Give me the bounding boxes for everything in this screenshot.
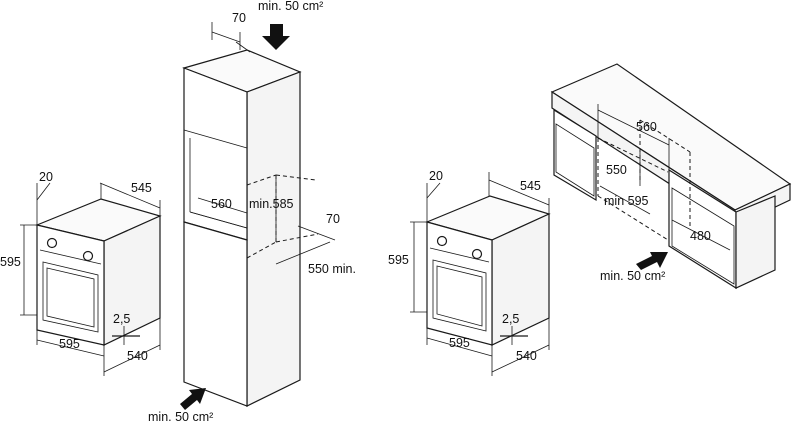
oven-door [42,261,99,333]
dim-depth-back-label: 70 [326,212,340,226]
dim-width-label: 595 [449,336,470,350]
knob-icon [436,235,448,247]
base-left-door [555,123,595,197]
airflow-down-arrow-icon [262,24,290,50]
oven-door [432,259,487,332]
airflow-up-arrow-icon [180,388,206,410]
base-right-door [671,187,735,285]
airflow-top-label: min. 50 cm² [258,0,323,13]
dim-depth-bottom-label: 540 [516,349,537,363]
dim-height-label: 595 [388,253,409,267]
base-right-side [735,195,776,289]
airflow-arrow-icon [636,252,668,270]
dim-depth-top-label: 70 [232,11,246,25]
dim-width-label: 595 [59,337,80,351]
dim-depth-min-label: 550 min. [308,262,356,276]
cabinet-upper-front [183,67,248,241]
knob-icon [46,237,58,249]
dim-gap-label: 2,5 [502,312,519,326]
dim-niche-height-label: min.585 [249,197,294,211]
dim-offset-label: 20 [39,170,53,184]
dim-depth-label: 545 [131,181,152,195]
dim-height-label: 595 [0,255,21,269]
cabinet-lower-front [183,221,248,407]
base-unit: 560 550 min 595 480 min. 50 cm² [550,63,792,290]
dim-depth-label: 545 [520,179,541,193]
oven-window [46,267,95,328]
dim-width-label: 560 [636,120,657,134]
airflow-label: min. 50 cm² [600,269,665,283]
dim-height-label: 550 [606,163,627,177]
dim-niche-width-label: 560 [211,197,232,211]
dim-depth-bottom-label: 540 [127,349,148,363]
oven-right: 20 545 595 2,5 595 540 [388,169,551,376]
tall-cabinet: 70 min. 50 cm² 560 min.585 70 550 min. m… [148,0,356,424]
oven-window [436,265,483,327]
airflow-bottom-label: min. 50 cm² [148,410,213,424]
dim-min-height-label: min 595 [604,194,649,208]
knob-icon [471,248,483,260]
oven-left: 20 545 595 2,5 595 540 [0,170,162,376]
knob-icon [82,250,94,262]
dim-gap-label: 2,5 [113,312,130,326]
dim-offset-label: 20 [429,169,443,183]
dim-depth-label: 480 [690,229,711,243]
